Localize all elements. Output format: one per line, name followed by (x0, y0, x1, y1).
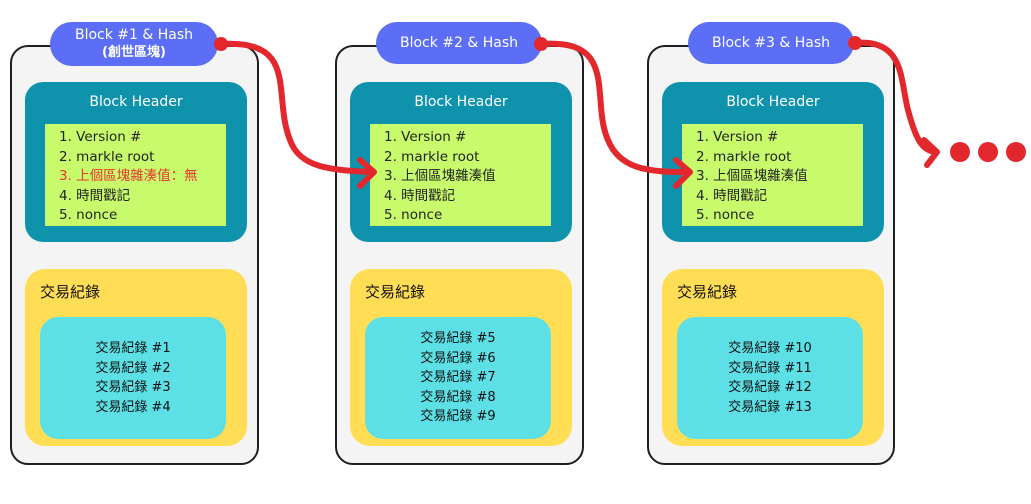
field-merkle-root: 2. markle root (384, 148, 480, 165)
block-header-box: Block Header 1. Version # 2. markle root… (662, 82, 884, 242)
field-previous-hash: 3. 上個區塊雜湊值 (384, 168, 496, 184)
header-field-list: 1. Version # 2. markle root 3. 上個區塊雜湊值：無… (45, 124, 226, 226)
transaction-item: 交易紀錄 #13 (728, 399, 812, 415)
transaction-item: 交易紀錄 #4 (95, 399, 171, 415)
field-version: 1. Version # (384, 129, 467, 145)
block-2-pill-title: Block #2 & Hash (399, 34, 519, 51)
field-version: 1. Version # (696, 129, 779, 145)
block-1-pill-title: Block #1 & Hash (74, 27, 194, 43)
block-1-pill: Block #1 & Hash (創世區塊) (50, 22, 218, 66)
hash-link-arrow-1 (219, 40, 375, 175)
block-header-box: Block Header 1. Version # 2. markle root… (350, 82, 572, 242)
transactions-box: 交易紀錄 交易紀錄 #10 交易紀錄 #11 交易紀錄 #12 交易紀錄 #13 (662, 269, 884, 446)
block-2: Block Header 1. Version # 2. markle root… (335, 45, 584, 465)
transaction-item: 交易紀錄 #2 (95, 360, 171, 376)
transaction-item: 交易紀錄 #7 (420, 370, 496, 386)
continuation-dot (978, 142, 998, 162)
field-previous-hash: 3. 上個區塊雜湊值 (696, 168, 808, 184)
hash-link-dot-1 (214, 37, 228, 51)
transaction-item: 交易紀錄 #11 (728, 360, 812, 376)
field-merkle-root: 2. markle root (696, 148, 792, 165)
block-3-pill-title: Block #3 & Hash (711, 34, 831, 51)
hash-link-dot-2 (534, 37, 548, 51)
field-timestamp: 4. 時間戳記 (384, 187, 456, 204)
transaction-item: 交易紀錄 #12 (728, 380, 812, 395)
transaction-list: 交易紀錄 #10 交易紀錄 #11 交易紀錄 #12 交易紀錄 #13 (677, 317, 863, 439)
block-header-title: Block Header (726, 94, 820, 110)
hash-link-arrow-3-head (921, 137, 940, 168)
header-field-list: 1. Version # 2. markle root 3. 上個區塊雜湊值 4… (682, 124, 863, 226)
field-merkle-root: 2. markle root (59, 148, 155, 165)
transaction-item: 交易紀錄 #9 (420, 409, 496, 425)
field-nonce: 5. nonce (696, 207, 755, 223)
block-header-title: Block Header (414, 94, 508, 110)
continuation-dot (950, 142, 970, 162)
block-1-pill-subtitle: (創世區塊) (102, 45, 166, 60)
block-3-pill: Block #3 & Hash (688, 22, 854, 64)
transaction-item: 交易紀錄 #8 (420, 389, 496, 405)
transaction-item: 交易紀錄 #5 (420, 331, 496, 347)
transaction-list: 交易紀錄 #5 交易紀錄 #6 交易紀錄 #7 交易紀錄 #8 交易紀錄 #9 (365, 317, 551, 439)
block-1: Block Header 1. Version # 2. markle root… (10, 45, 259, 465)
block-header-title: Block Header (89, 94, 183, 110)
transactions-title: 交易紀錄 (677, 283, 738, 301)
block-3: Block Header 1. Version # 2. markle root… (647, 45, 895, 465)
transaction-item: 交易紀錄 #1 (95, 341, 171, 356)
transactions-title: 交易紀錄 (40, 283, 101, 301)
hash-link-dot-3 (848, 36, 862, 50)
transactions-box: 交易紀錄 交易紀錄 #5 交易紀錄 #6 交易紀錄 #7 交易紀錄 #8 交易紀… (350, 269, 572, 446)
hash-link-arrow-3 (851, 39, 938, 155)
field-previous-hash: 3. 上個區塊雜湊值：無 (59, 168, 198, 184)
transaction-item: 交易紀錄 #10 (728, 341, 812, 356)
header-field-list: 1. Version # 2. markle root 3. 上個區塊雜湊值 4… (370, 124, 551, 226)
hash-link-arrow-2 (538, 40, 691, 175)
field-timestamp: 4. 時間戳記 (696, 187, 768, 204)
field-nonce: 5. nonce (384, 207, 443, 223)
block-header-box: Block Header 1. Version # 2. markle root… (25, 82, 247, 242)
continuation-dot (1006, 142, 1026, 162)
transaction-list: 交易紀錄 #1 交易紀錄 #2 交易紀錄 #3 交易紀錄 #4 (40, 317, 226, 439)
transaction-item: 交易紀錄 #6 (420, 350, 496, 366)
transaction-item: 交易紀錄 #3 (95, 380, 171, 395)
field-nonce: 5. nonce (59, 207, 118, 223)
block-2-pill: Block #2 & Hash (376, 22, 542, 64)
hash-link-arrow-2-head (673, 157, 693, 189)
field-version: 1. Version # (59, 129, 142, 145)
transactions-title: 交易紀錄 (365, 283, 426, 301)
transactions-box: 交易紀錄 交易紀錄 #1 交易紀錄 #2 交易紀錄 #3 交易紀錄 #4 (25, 269, 247, 446)
field-timestamp: 4. 時間戳記 (59, 187, 131, 204)
hash-link-arrow-1-head (357, 157, 377, 189)
